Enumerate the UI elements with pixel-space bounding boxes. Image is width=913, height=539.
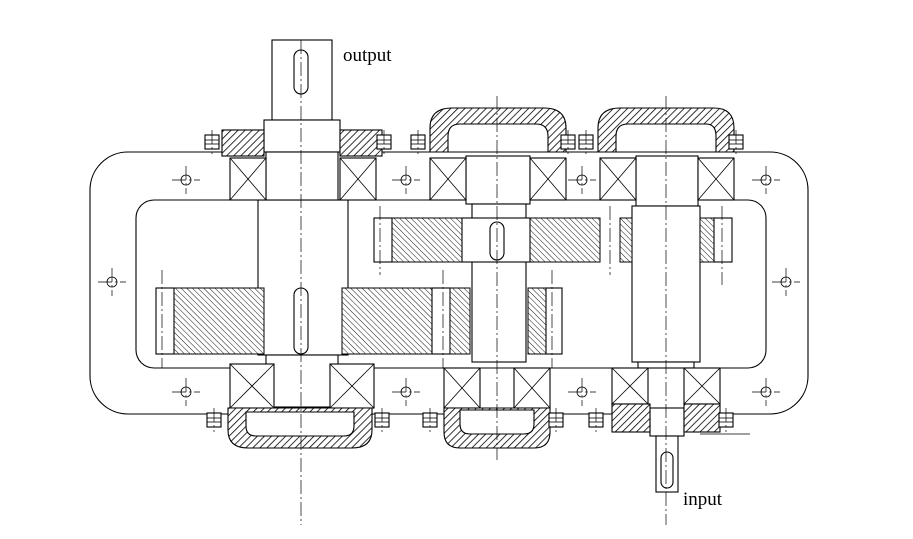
flange-bolt-icon bbox=[206, 408, 222, 432]
flange-bolt-icon bbox=[548, 408, 564, 432]
output-shaft-journal bbox=[265, 151, 339, 201]
bearing-intermediate-top-left bbox=[429, 157, 467, 201]
bolt-hole-icon bbox=[772, 268, 800, 296]
flange-bolt-icon bbox=[204, 130, 220, 154]
output-gear-rim-left bbox=[155, 287, 175, 355]
flange-bolt-icon bbox=[376, 130, 392, 154]
intermediate-gear-hub bbox=[461, 217, 531, 263]
bolt-hole-icon bbox=[752, 166, 780, 194]
input-shaft-assembly bbox=[597, 107, 750, 493]
bolt-hole-icon bbox=[392, 166, 420, 194]
flange-bolt-icon bbox=[718, 408, 734, 432]
bearing-input-top-right bbox=[697, 157, 735, 201]
bolt-hole-icon bbox=[568, 378, 596, 406]
input-seal-left bbox=[611, 403, 651, 433]
intermediate-shaft-journal bbox=[465, 155, 531, 205]
bearing-output-bottom-right bbox=[329, 363, 375, 409]
flange-bolt-icon bbox=[374, 408, 390, 432]
output-top-cover-left bbox=[221, 129, 265, 157]
intermediate-pinion-left bbox=[449, 287, 471, 355]
input-label: input bbox=[683, 489, 723, 510]
output-shaft-assembly bbox=[155, 39, 451, 449]
bolt-hole-icon bbox=[752, 378, 780, 406]
bolt-hole-icon bbox=[172, 378, 200, 406]
output-shaft-step bbox=[263, 119, 341, 153]
flange-bolts bbox=[204, 130, 744, 432]
flange-bolt-icon bbox=[728, 130, 744, 154]
bolt-hole-icon bbox=[98, 268, 126, 296]
intermediate-pinion-rim bbox=[545, 287, 563, 355]
output-shaft-end bbox=[271, 39, 333, 121]
intermediate-shaft-assembly bbox=[373, 107, 601, 449]
bearing-intermediate-top-right bbox=[529, 157, 567, 201]
flange-bolt-icon bbox=[560, 130, 576, 154]
input-shaft-end bbox=[655, 435, 679, 493]
bearing-output-top-left bbox=[229, 157, 267, 201]
bolt-hole-icon bbox=[568, 166, 596, 194]
intermediate-gear-right bbox=[529, 217, 601, 263]
bearing-output-top-right bbox=[339, 157, 377, 201]
flange-bolt-icon bbox=[588, 408, 604, 432]
intermediate-gear-left bbox=[391, 217, 463, 263]
output-shaft-lower-journal bbox=[265, 354, 339, 408]
output-shaft-body bbox=[257, 199, 349, 356]
bolt-hole-icon bbox=[172, 166, 200, 194]
output-label: output bbox=[343, 45, 392, 66]
input-pinion-left bbox=[619, 217, 633, 263]
flange-bolt-icon bbox=[422, 408, 438, 432]
housing-bolt-holes bbox=[98, 166, 800, 406]
bolt-hole-icon bbox=[392, 378, 420, 406]
bearing-input-bottom-left bbox=[611, 367, 649, 405]
flange-bolt-icon bbox=[578, 130, 594, 154]
input-seal-right bbox=[683, 403, 721, 433]
input-pinion-rim bbox=[713, 217, 733, 263]
input-pinion-right bbox=[699, 217, 715, 263]
input-shaft-keyway bbox=[660, 451, 674, 489]
input-shaft-lower-journal bbox=[649, 407, 685, 437]
bearing-output-bottom-left bbox=[229, 363, 275, 409]
output-gear-left-half bbox=[173, 287, 265, 355]
output-gear-right-half bbox=[341, 287, 433, 355]
input-shaft-journal bbox=[635, 155, 699, 207]
output-top-cover-right bbox=[339, 129, 383, 157]
intermediate-gear-rim-left bbox=[373, 217, 393, 263]
bearing-input-bottom-right bbox=[683, 367, 721, 405]
flange-bolt-icon bbox=[410, 130, 426, 154]
bearing-intermediate-bottom-left bbox=[443, 367, 481, 409]
output-gear-rim-right bbox=[431, 287, 451, 355]
centerlines bbox=[161, 40, 723, 525]
bearing-intermediate-bottom-right bbox=[513, 367, 551, 409]
intermediate-pinion-right bbox=[527, 287, 547, 355]
bearing-input-top-left bbox=[599, 157, 637, 201]
